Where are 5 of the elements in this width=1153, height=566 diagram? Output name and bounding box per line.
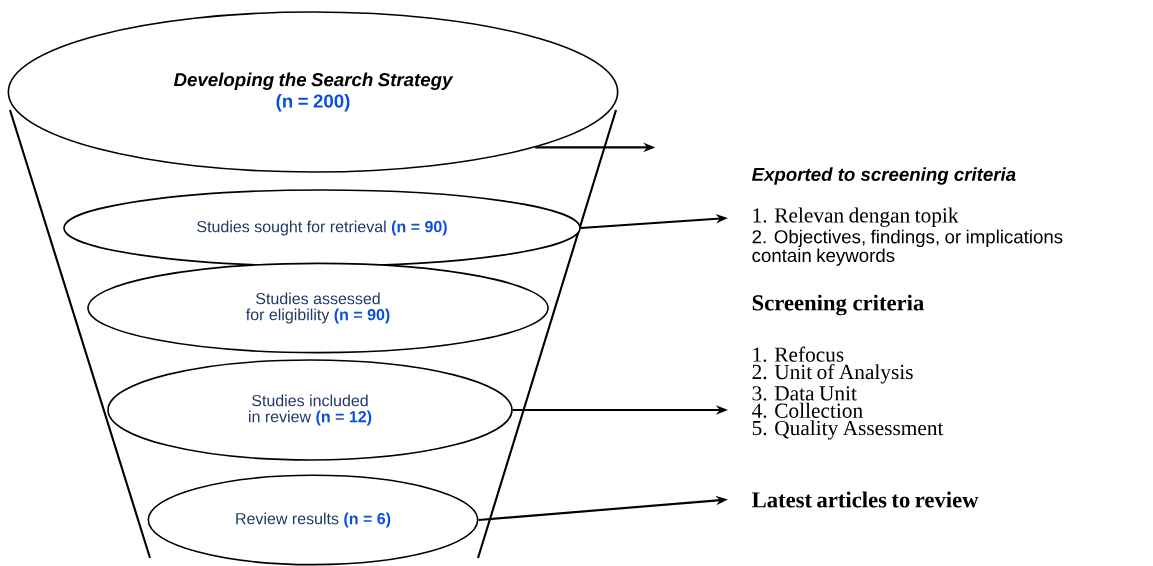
list-text: 1. Refocus 2. Unit of Analysis 3. Data Unit 4. Collection 5. Quality Assessment [752, 346, 944, 440]
heading: Screening criteria [752, 294, 924, 316]
list-text: 1. Relevan dengan topik 2. Objectives, findings, or implications contain keywords [752, 207, 1063, 266]
list-text: Latest articles to review [752, 491, 979, 508]
heading: Exported to screening criteria [751, 167, 1016, 185]
